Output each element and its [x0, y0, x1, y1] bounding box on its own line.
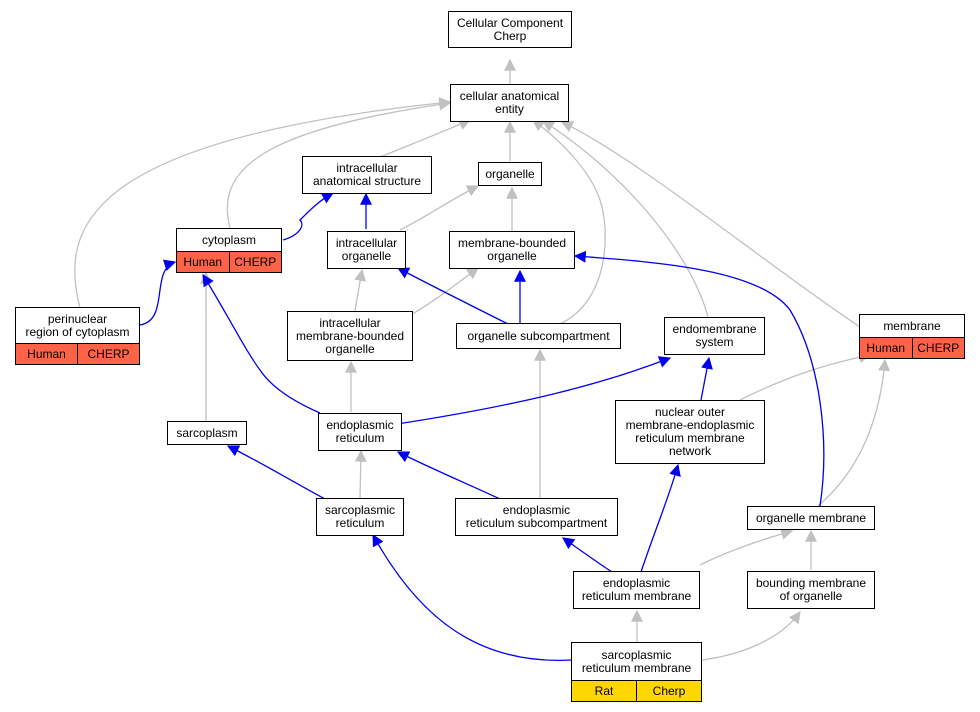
node-label: endoplasmic reticulum — [326, 418, 394, 445]
annotation-row: Human CHERP — [16, 343, 139, 364]
node-label: sarcoplasmic reticulum — [324, 503, 396, 530]
annotation-row: Human CHERP — [177, 251, 281, 272]
gene-cell: CHERP — [77, 344, 139, 364]
edge-sr-er — [354, 449, 367, 499]
edge-io-organelle — [399, 185, 480, 231]
edge-erm-ers — [562, 537, 613, 573]
edge-erm-noem — [640, 463, 681, 573]
node-endoplasmic-reticulum-membrane[interactable]: endoplasmic reticulum membrane — [573, 571, 700, 609]
edge-os-io — [396, 267, 511, 326]
node-organelle-membrane[interactable]: organelle membrane — [747, 506, 875, 530]
edge-er-cytoplasm — [202, 273, 321, 414]
node-intracellular-membrane-bounded-organelle[interactable]: intracellular membrane-bounded organelle — [287, 311, 413, 361]
edge-perinuclear-cae — [74, 97, 452, 309]
node-perinuclear-region-of-cytoplasm[interactable]: perinuclear region of cytoplasm Human CH… — [15, 307, 140, 365]
species-cell: Rat — [594, 683, 614, 698]
node-membrane-bounded-organelle[interactable]: membrane-bounded organelle — [449, 231, 575, 269]
node-label: organelle — [485, 166, 535, 181]
node-sarcoplasmic-reticulum-membrane[interactable]: sarcoplasmic reticulum membrane Rat Cher… — [571, 642, 702, 702]
node-label: intracellular anatomical structure — [312, 161, 422, 188]
node-organelle-subcompartment[interactable]: organelle subcompartment — [456, 323, 621, 349]
annotation-row: Rat Cherp — [572, 680, 701, 701]
edge-os-cae — [532, 119, 606, 325]
gene-cell: Cherp — [636, 681, 701, 701]
node-label: sarcoplasmic reticulum membrane — [581, 647, 692, 675]
node-cytoplasm[interactable]: cytoplasm Human CHERP — [176, 228, 282, 273]
edge-membrane-cae — [560, 121, 861, 328]
node-nuclear-outer-membrane-er-membrane-network[interactable]: nuclear outer membrane-endoplasmic retic… — [615, 400, 765, 464]
edge-sr-sarcoplasm — [226, 445, 326, 500]
edge-om-mbo — [573, 250, 825, 507]
node-cellular-anatomical-entity[interactable]: cellular anatomical entity — [450, 84, 569, 122]
node-label: membrane — [883, 318, 941, 333]
edge-om-membrane — [817, 358, 891, 507]
annotation-row: Human CHERP — [860, 337, 964, 358]
node-label: cellular anatomical entity — [459, 89, 560, 116]
node-endomembrane-system[interactable]: endomembrane system — [664, 317, 765, 355]
node-membrane[interactable]: membrane Human CHERP — [859, 314, 965, 359]
node-label: membrane-bounded organelle — [457, 236, 567, 263]
node-label: perinuclear region of cytoplasm — [25, 311, 130, 339]
edge-noem-membrane — [739, 351, 872, 401]
node-bounding-membrane-of-organelle[interactable]: bounding membrane of organelle — [747, 571, 875, 609]
edge-erm-om — [699, 528, 794, 566]
node-cellular-component-cherp[interactable]: Cellular Component Cherp — [448, 11, 572, 48]
species-cell: Human — [27, 346, 66, 361]
edge-perinuclear-cytoplasm — [139, 259, 177, 326]
node-organelle[interactable]: organelle — [478, 162, 542, 186]
node-label: bounding membrane of organelle — [755, 576, 867, 603]
edge-es-cae — [541, 120, 709, 318]
node-intracellular-anatomical-structure[interactable]: intracellular anatomical structure — [302, 156, 432, 194]
node-label: endomembrane system — [672, 322, 757, 349]
node-label: endoplasmic reticulum membrane — [581, 576, 692, 603]
edge-srm-sr — [372, 533, 573, 662]
node-label: organelle membrane — [755, 510, 867, 525]
node-label: intracellular membrane-bounded organelle — [295, 315, 405, 356]
node-label: nuclear outer membrane-endoplasmic retic… — [625, 405, 755, 458]
edge-cytoplasm-ias — [282, 192, 335, 241]
edge-ias-cae — [379, 118, 472, 158]
edge-ers-er — [396, 451, 501, 500]
node-endoplasmic-reticulum[interactable]: endoplasmic reticulum — [318, 413, 402, 451]
species-cell: Human — [866, 340, 906, 355]
node-label: cytoplasm — [201, 232, 257, 247]
node-label: intracellular organelle — [335, 236, 398, 263]
node-label: endoplasmic reticulum subcompartment — [465, 503, 608, 530]
edge-er-es — [396, 356, 672, 425]
edge-imbo-io — [354, 268, 367, 312]
edge-cytoplasm-cae — [226, 98, 452, 229]
edge-noem-es — [700, 356, 713, 401]
node-sarcoplasmic-reticulum[interactable]: sarcoplasmic reticulum — [316, 498, 404, 536]
node-endoplasmic-reticulum-subcompartment[interactable]: endoplasmic reticulum subcompartment — [455, 498, 618, 536]
gene-cell: CHERP — [228, 252, 282, 272]
species-cell: Human — [183, 254, 223, 269]
node-label: sarcoplasm — [176, 425, 238, 440]
gene-cell: CHERP — [911, 338, 965, 358]
node-intracellular-organelle[interactable]: intracellular organelle — [327, 231, 406, 269]
node-sarcoplasm[interactable]: sarcoplasm — [167, 421, 247, 445]
node-label: Cellular Component Cherp — [456, 15, 564, 43]
edge-srm-bmo — [701, 611, 801, 661]
node-label: organelle subcompartment — [467, 328, 610, 343]
